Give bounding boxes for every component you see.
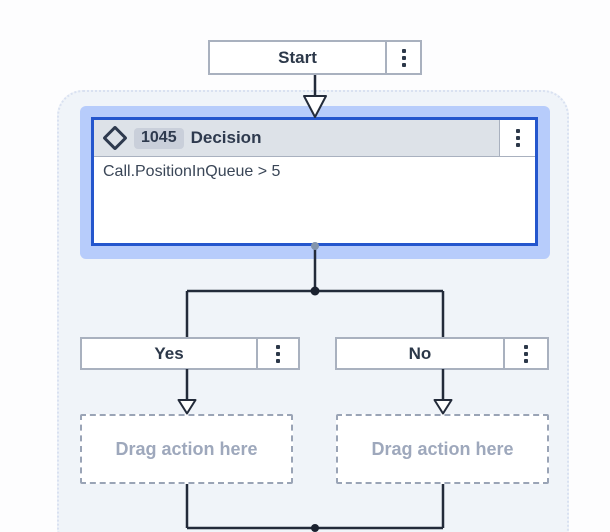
decision-menu-button[interactable] [499, 120, 535, 156]
decision-title: Decision [190, 128, 262, 147]
kebab-menu-icon [515, 129, 520, 147]
branch-node-no[interactable]: No [335, 337, 549, 370]
drop-placeholder-no-label: Drag action here [371, 438, 514, 459]
branch-no-menu-button[interactable] [503, 339, 547, 368]
branch-yes-label: Yes [154, 343, 184, 363]
start-node-label: Start [278, 47, 317, 67]
decision-condition-text[interactable]: Call.PositionInQueue > 5 [94, 157, 535, 243]
kebab-menu-icon [524, 344, 528, 363]
start-node-menu-button[interactable] [385, 42, 420, 73]
decision-node-header: 1045 Decision [94, 120, 535, 157]
kebab-menu-icon [401, 48, 406, 67]
branch-no-label: No [408, 343, 432, 363]
decision-diamond-icon [102, 125, 128, 151]
start-node[interactable]: Start [208, 40, 422, 75]
branch-node-yes[interactable]: Yes [80, 337, 300, 370]
drop-placeholder-yes-label: Drag action here [115, 438, 258, 459]
decision-id-badge: 1045 [134, 127, 184, 149]
kebab-menu-icon [276, 344, 280, 363]
branch-yes-menu-button[interactable] [256, 339, 298, 368]
drop-placeholder-yes[interactable]: Drag action here [80, 414, 293, 484]
decision-node[interactable]: 1045 Decision Call.PositionInQueue > 5 [91, 117, 538, 246]
drop-placeholder-no[interactable]: Drag action here [336, 414, 549, 484]
